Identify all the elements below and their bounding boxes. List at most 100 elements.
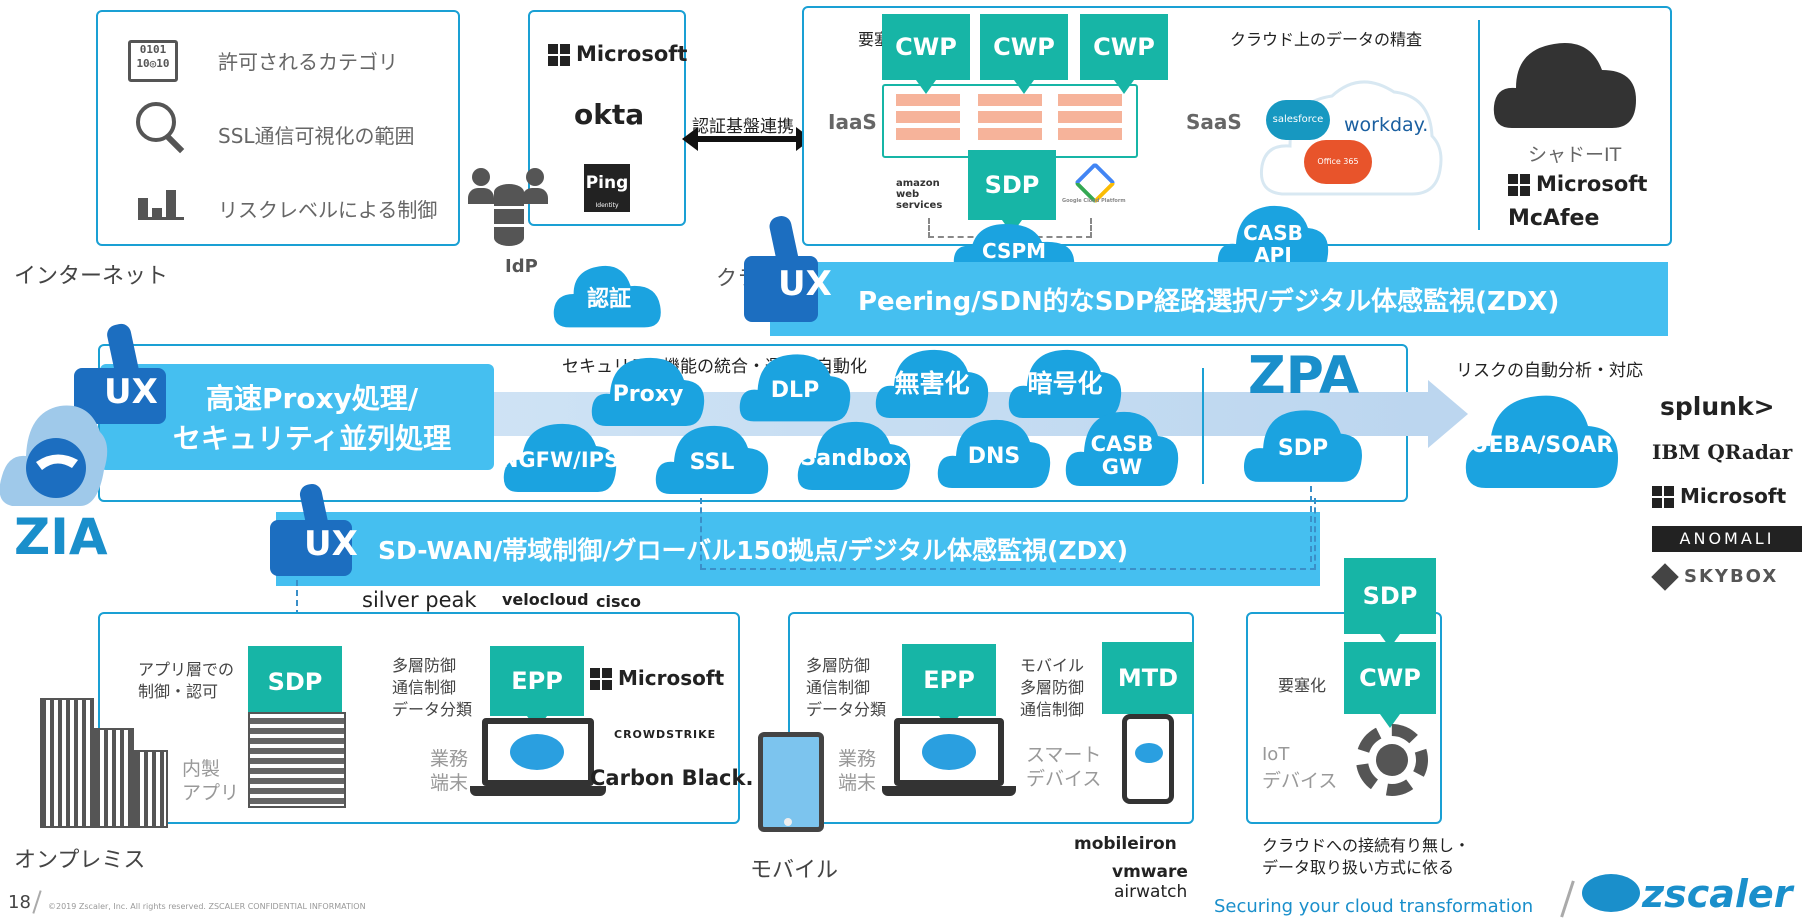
thumbs-up-icon: [744, 214, 824, 322]
building-icon: [40, 698, 170, 828]
dashed-connector: [1310, 486, 1314, 562]
ux-badge: UX: [304, 524, 358, 564]
microsoft-logo-icon: [1508, 174, 1530, 196]
mobileiron-logo: mobileiron: [1074, 834, 1177, 854]
security-cloud-casb-gw: CASB GW: [1062, 400, 1182, 488]
skybox-logo: SKYBOX: [1684, 566, 1779, 587]
device-label: 業務: [838, 748, 877, 770]
epp-text: 多層防御: [392, 656, 457, 675]
server-rack-icon: [248, 712, 346, 808]
device-label: 端末: [430, 772, 469, 794]
mtd-badge: MTD: [1102, 642, 1194, 728]
peering-band-label: Peering/SDN的なSDP経路選択/デジタル体感監視(ZDX): [858, 286, 1560, 317]
security-cloud-sandbox: Sandbox: [794, 412, 914, 492]
splunk-logo: splunk>: [1660, 392, 1775, 421]
harden-label: 要塞化: [1278, 676, 1327, 695]
epp-text: データ分類: [806, 700, 887, 719]
peering-band: Peering/SDN的なSDP経路選択/デジタル体感監視(ZDX): [770, 262, 1668, 336]
iot-device-label: IoT: [1262, 744, 1290, 765]
anomali-logo: ANOMALI: [1652, 526, 1802, 552]
idp-caption: IdP: [505, 256, 538, 277]
server-icon: [1058, 94, 1122, 142]
iot-note: クラウドへの接続有り無し・: [1262, 836, 1471, 855]
double-arrow-icon: [690, 136, 802, 142]
shadow-logo-microsoft: Microsoft: [1536, 172, 1648, 196]
tablet-icon: [758, 732, 824, 832]
zia-label: ZIA: [14, 508, 108, 566]
sdp-badge: SDP: [248, 646, 342, 732]
analytics-title: リスクの自動分析・対応: [1456, 361, 1643, 381]
smart-device-label: デバイス: [1026, 768, 1102, 790]
airwatch-logo: airwatch: [1114, 882, 1188, 902]
ibm-qradar-logo: IBM QRadar: [1652, 440, 1793, 464]
server-icon: [978, 94, 1042, 142]
epp-badge: EPP: [490, 646, 584, 730]
device-label: 業務: [430, 748, 469, 770]
tablet-button: [784, 818, 792, 826]
ping-logo-sub: Identity: [595, 202, 619, 209]
laptop-base: [882, 786, 1016, 796]
mobile-caption: モバイル: [750, 858, 839, 883]
auth-cloud-label: 認証: [586, 286, 631, 312]
cwp-badge: CWP: [1080, 14, 1168, 94]
idp-database-icon: [468, 168, 554, 250]
onprem-logo-microsoft: Microsoft: [618, 666, 725, 690]
iot-note: データ取り扱い方式に依る: [1262, 858, 1455, 877]
security-cloud-ssl: SSL: [652, 416, 772, 496]
security-cloud-label: CASB GW: [1090, 431, 1154, 479]
ueba-soar-label: UEBA/SOAR: [1470, 432, 1614, 458]
security-cloud-label: 無害化: [894, 369, 970, 399]
dashed-connector: [700, 498, 1316, 570]
epp-text: 通信制御: [806, 678, 871, 697]
ping-logo: Ping Identity: [584, 164, 630, 212]
sdwan-band: SD-WAN/帯域制御/グローバル150拠点/デジタル体感監視(ZDX): [276, 512, 1320, 586]
smart-device-label: スマート: [1026, 744, 1102, 766]
epp-text: 通信制御: [392, 678, 457, 697]
security-cloud-encryption: 暗号化: [1004, 340, 1126, 420]
security-cloud-cdr: 無害化: [872, 340, 992, 420]
zscaler-logo-icon: [1582, 874, 1640, 912]
laptop-icon: [482, 718, 594, 786]
gear-hub-icon: [1376, 744, 1408, 776]
security-cloud-label: DLP: [770, 377, 820, 403]
epp-badge: EPP: [902, 644, 996, 730]
cwp-badge: CWP: [882, 14, 970, 94]
app-control-text: アプリ層での: [138, 660, 235, 679]
workday-logo: workday.: [1344, 114, 1429, 136]
server-icon: [896, 94, 960, 142]
cspm-cloud-label: CSPM: [981, 239, 1046, 263]
iot-device-label: デバイス: [1262, 770, 1338, 792]
iaas-label: IaaS: [828, 110, 877, 134]
vmware-logo: vmware: [1112, 862, 1188, 882]
casb-api-cloud: CASB API: [1214, 196, 1332, 278]
epp-text: 多層防御: [806, 656, 871, 675]
sdp-badge: SDP: [1344, 558, 1436, 648]
carbonblack-logo: Carbon Black.: [590, 766, 754, 790]
sdp-badge: SDP: [968, 150, 1056, 234]
arrow-head-left: [682, 127, 698, 151]
internal-app-label: 内製: [182, 758, 221, 780]
proxy-band-line1: 高速Proxy処理/: [205, 382, 419, 415]
auth-link-label: 認証基盤連携: [692, 117, 794, 137]
smartphone-icon: [1122, 714, 1174, 804]
skybox-logo-icon: [1651, 563, 1679, 591]
gcp-logo: Google Cloud Platform: [1062, 198, 1126, 204]
zpa-sdp-label: SDP: [1277, 435, 1329, 461]
security-cloud-label: 暗号化: [1027, 369, 1103, 399]
casb-api-label: CASB API: [1243, 221, 1303, 267]
magnifier-icon: [136, 102, 176, 142]
silverpeak-logo: silver peak: [362, 588, 477, 612]
microsoft-logo-icon: [1652, 486, 1674, 508]
security-cloud-dlp: DLP: [736, 344, 854, 424]
zpa-sdp-cloud: SDP: [1240, 400, 1366, 484]
internal-app-label: アプリ: [182, 782, 240, 804]
bar-chart-icon: [138, 190, 186, 220]
footer-slash: [1560, 880, 1575, 918]
copyright: ©2019 Zscaler, Inc. All rights reserved.…: [48, 902, 366, 911]
aws-logo: amazon web services: [896, 178, 943, 211]
internet-item-label: リスクレベルによる制御: [218, 198, 438, 222]
internet-item-label: 許可されるカテゴリ: [218, 50, 398, 74]
internet-item-label: SSL通信可視化の範囲: [218, 124, 415, 148]
security-cloud-label: DNS: [967, 443, 1021, 469]
zia-cloud-logo: [0, 396, 108, 512]
